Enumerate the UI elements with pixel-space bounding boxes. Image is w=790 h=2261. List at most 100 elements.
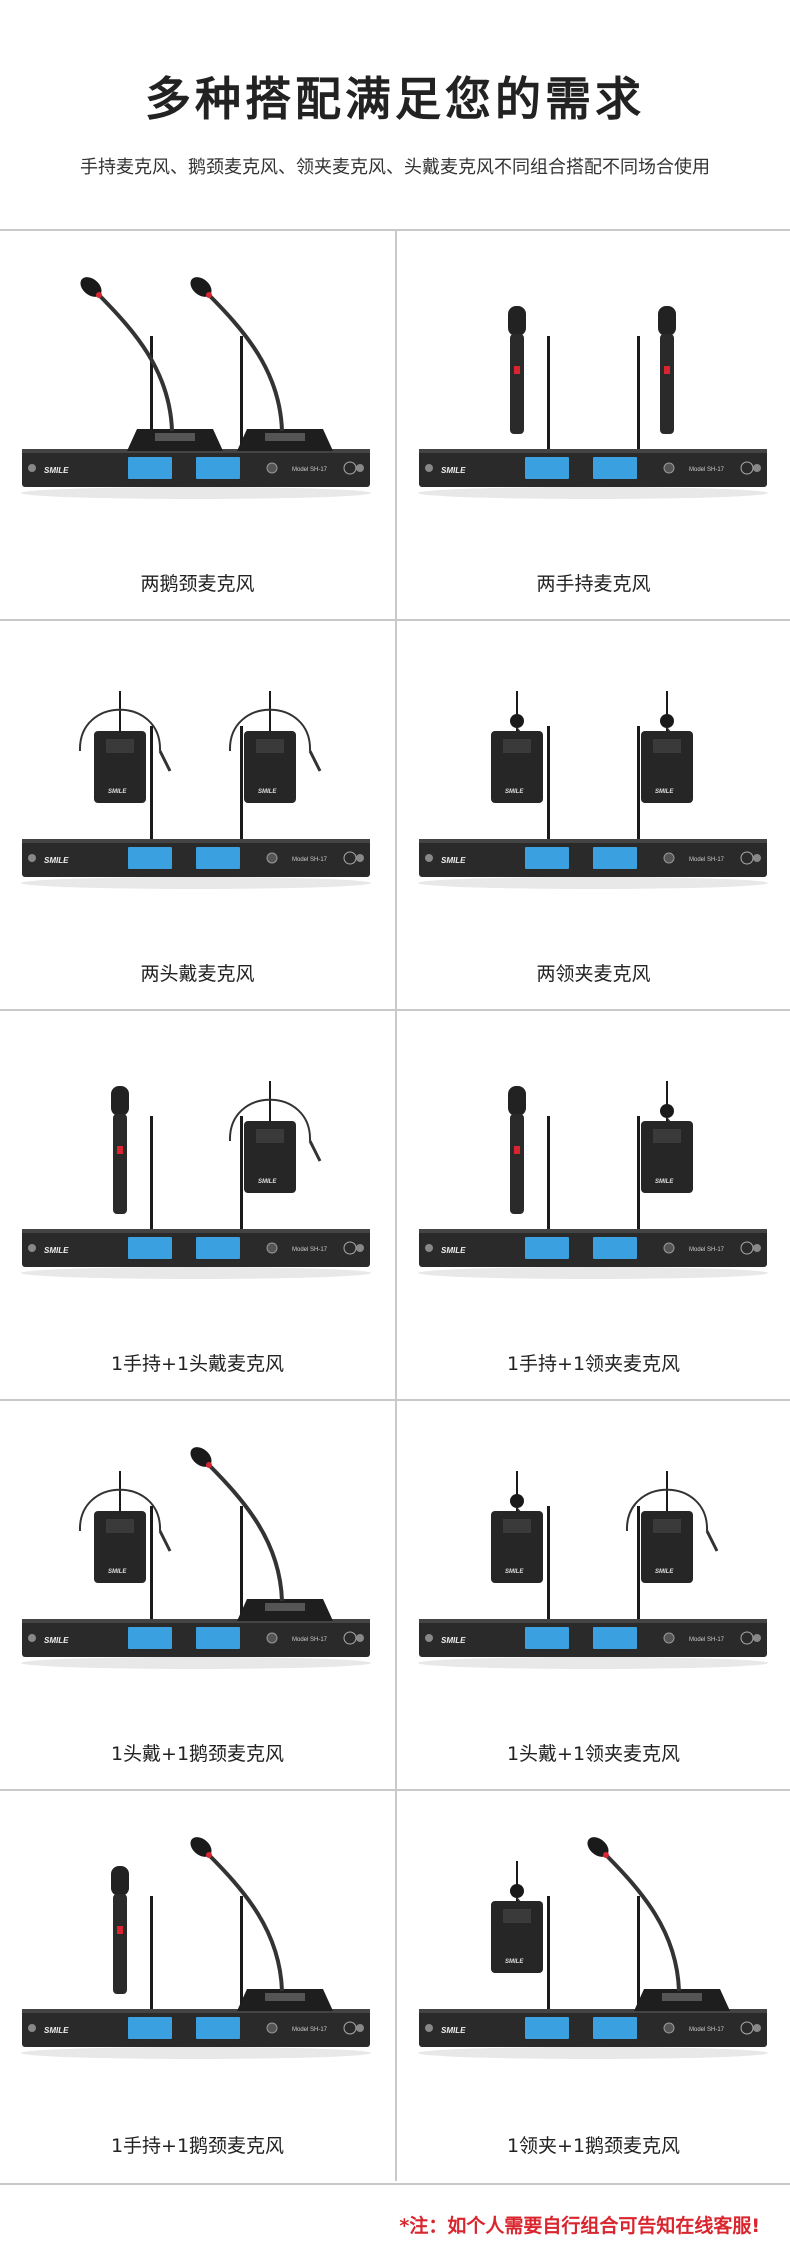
power-icon	[740, 1631, 754, 1645]
handheld-indicator	[514, 366, 520, 374]
pack-brand: SMILE	[655, 1569, 674, 1575]
pack-antenna	[516, 1861, 518, 1901]
receiver-screen-b	[196, 2017, 240, 2039]
antenna-left	[547, 1116, 550, 1231]
handheld-grille	[508, 306, 526, 336]
pack-screen	[106, 739, 134, 753]
product-label: 1手持+1鹅颈麦克风	[110, 2135, 285, 2158]
antenna-right	[637, 1116, 640, 1231]
pack-antenna	[119, 1471, 121, 1511]
receiver-model: Model SH-17	[689, 1637, 725, 1643]
pack-screen	[503, 739, 531, 753]
gooseneck-ring	[603, 1852, 609, 1858]
pack-antenna	[666, 691, 668, 731]
pack-antenna	[269, 691, 271, 731]
rack-screw-icon	[28, 464, 36, 472]
gooseneck-base-panel	[265, 433, 305, 441]
receiver-brand: SMILE	[44, 1246, 69, 1255]
receiver-screen-b	[196, 1237, 240, 1259]
receiver-screen-b	[593, 847, 637, 869]
headset-mic-icon: SMILE	[625, 1471, 719, 1583]
receiver-brand: SMILE	[44, 1636, 69, 1645]
pack-brand: SMILE	[655, 1179, 674, 1185]
receiver-brand: SMILE	[441, 2026, 466, 2035]
pack-brand: SMILE	[108, 1569, 127, 1575]
receiver-screen-a	[128, 457, 172, 479]
rack-screw-icon	[28, 1244, 36, 1252]
antenna-right	[637, 1506, 640, 1621]
handheld-body	[510, 1114, 524, 1214]
gooseneck-ring	[206, 1852, 212, 1858]
pack-brand: SMILE	[655, 789, 674, 795]
pack-brand: SMILE	[505, 789, 524, 795]
handheld-mic-icon	[508, 306, 526, 434]
antenna-left	[547, 1506, 550, 1621]
volume-knob-icon	[663, 1242, 675, 1254]
headset-boom	[705, 1530, 719, 1552]
receiver-shadow	[21, 2047, 371, 2059]
gooseneck-head	[587, 1837, 609, 1857]
rack-screw-icon	[356, 1244, 364, 1252]
receiver-top-edge	[22, 1619, 370, 1623]
footer-note: *注：如个人需要自行组合可告知在线客服!	[399, 2215, 760, 2237]
antenna-left	[150, 336, 153, 451]
antenna-left	[547, 726, 550, 841]
headset-boom	[308, 1140, 322, 1162]
headset-band	[78, 1488, 162, 1532]
receiver-shadow	[21, 1267, 371, 1279]
handheld-indicator	[664, 366, 670, 374]
handheld-mic-icon	[111, 1086, 129, 1214]
rack-screw-icon	[356, 464, 364, 472]
receiver-screen-a	[128, 1237, 172, 1259]
pack-brand: SMILE	[505, 1959, 524, 1965]
antenna-left	[150, 1116, 153, 1231]
pack-brand: SMILE	[258, 1179, 277, 1185]
receiver-top-edge	[419, 1619, 767, 1623]
lavalier-clip	[660, 1104, 674, 1118]
product-label: 两鹅颈麦克风	[140, 573, 255, 596]
receiver-top-edge	[419, 449, 767, 453]
pack-screen	[503, 1909, 531, 1923]
power-icon	[740, 2021, 754, 2035]
receiver-top-edge	[22, 839, 370, 843]
gooseneck-ring	[96, 292, 102, 298]
receiver-model: Model SH-17	[689, 467, 725, 473]
receiver-brand: SMILE	[441, 466, 466, 475]
gooseneck-mic-icon	[190, 1837, 333, 2011]
rack-screw-icon	[753, 2024, 761, 2032]
antenna-left	[547, 1896, 550, 2011]
product-label: 两领夹麦克风	[536, 963, 651, 986]
receiver-screen-a	[525, 1627, 569, 1649]
lavalier-clip	[660, 714, 674, 728]
lavalier-clip	[510, 1494, 524, 1508]
handheld-grille	[111, 1866, 129, 1896]
receiver-brand: SMILE	[44, 2026, 69, 2035]
receiver-screen-b	[593, 1627, 637, 1649]
headset-mic-icon: SMILE	[78, 691, 172, 803]
receiver-screen-b	[593, 2017, 637, 2039]
rack-screw-icon	[753, 854, 761, 862]
volume-knob-icon	[266, 462, 278, 474]
receiver-brand: SMILE	[44, 466, 69, 475]
gooseneck-mic-icon	[80, 277, 223, 451]
antenna-right	[240, 1116, 243, 1231]
product-image: SMILE Model SH-17	[418, 306, 768, 499]
